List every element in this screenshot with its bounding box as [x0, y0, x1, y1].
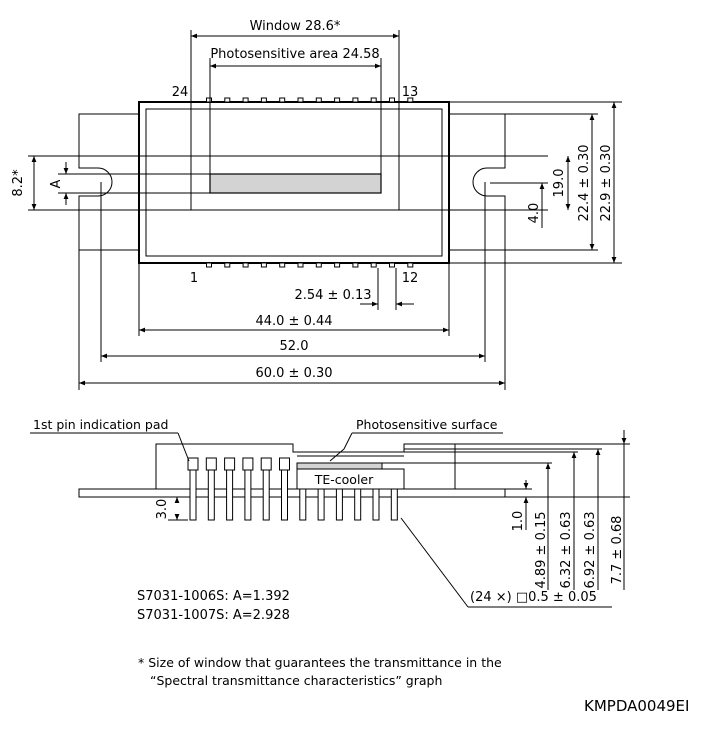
- dim-44: 44.0 ± 0.44: [255, 314, 332, 329]
- te-cooler: [296, 468, 405, 490]
- bottom-pin: [407, 262, 414, 268]
- side-pins: [187, 457, 398, 521]
- side-pin: [372, 488, 380, 521]
- te-cooler-label: TE-cooler: [314, 472, 374, 487]
- notes: S7031-1006S: A=1.392 S7031-1007S: A=2.92…: [137, 589, 689, 715]
- footnote-line-1: * Size of window that guarantees the tra…: [138, 655, 502, 670]
- model-1-note: S7031-1006S: A=1.392: [137, 589, 290, 604]
- photosensitive-surface-label: Photosensitive surface: [356, 417, 498, 432]
- pins-top: [206, 97, 414, 103]
- bottom-pin: [242, 262, 249, 268]
- pin-24-label: 24: [172, 85, 189, 100]
- side-pin: [354, 488, 362, 521]
- chip: [296, 462, 383, 470]
- bottom-pin: [206, 262, 212, 268]
- dim-7-7: 7.7 ± 0.68: [610, 516, 625, 585]
- side-pin: [317, 488, 325, 521]
- pin-spec: (24 ×) □0.5 ± 0.05: [470, 590, 597, 605]
- bottom-pin: [224, 262, 231, 268]
- side-pin-pad: [242, 457, 254, 471]
- side-pin-pad: [279, 457, 290, 471]
- dim-60: 60.0 ± 0.30: [255, 366, 332, 381]
- base-plate: [78, 488, 506, 498]
- dim-22-9: 22.9 ± 0.30: [599, 144, 614, 221]
- dim-8-2: 8.2*: [11, 169, 26, 197]
- top-pin: [206, 97, 212, 103]
- bottom-pin: [334, 262, 341, 268]
- top-pin: [279, 97, 286, 103]
- dim-52: 52.0: [280, 339, 309, 354]
- top-view: Window 28.6* Photosensitive area 24.58 2…: [11, 19, 622, 390]
- top-pin: [334, 97, 341, 103]
- dim-1: 1.0: [511, 511, 526, 532]
- top-pin: [370, 97, 377, 103]
- top-pin: [224, 97, 231, 103]
- bottom-pin: [279, 262, 286, 268]
- top-pin: [389, 97, 395, 103]
- pin-13-label: 13: [402, 85, 419, 100]
- photosensitive-area-label: Photosensitive area 24.58: [210, 47, 379, 62]
- dim-19: 19.0: [552, 169, 567, 198]
- package-inner-frame: [145, 108, 443, 257]
- window: [190, 155, 400, 211]
- package-body: [138, 101, 450, 264]
- top-pin: [315, 97, 322, 103]
- model-2-note: S7031-1007S: A=2.928: [137, 608, 290, 623]
- dim-2-54: 2.54 ± 0.13: [294, 288, 371, 303]
- bottom-pin: [260, 262, 267, 268]
- side-pin-pad: [205, 457, 217, 471]
- bottom-pin: [352, 262, 359, 268]
- pin-12-label: 12: [402, 271, 419, 286]
- side-pin: [299, 488, 307, 521]
- top-pin: [352, 97, 359, 103]
- right-flange: [449, 113, 506, 251]
- bottom-pin: [315, 262, 322, 268]
- top-pin: [407, 97, 414, 103]
- pins-bottom: [206, 262, 414, 268]
- left-flange: [78, 113, 139, 251]
- top-pin: [297, 97, 304, 103]
- dim-4-89: 4.89 ± 0.15: [534, 511, 549, 588]
- bottom-pin: [297, 262, 304, 268]
- pin1-pad-label: 1st pin indication pad: [33, 417, 168, 432]
- dim-6-32: 6.32 ± 0.63: [559, 511, 574, 588]
- side-pin-pad: [224, 457, 236, 471]
- dim-22-4: 22.4 ± 0.30: [577, 144, 592, 221]
- footnote-line-2: “Spectral transmittance characteristics”…: [150, 673, 442, 688]
- drawing-code: KMPDA0049EI: [584, 697, 689, 715]
- dim-a: A: [49, 179, 64, 188]
- bottom-pin: [389, 262, 395, 268]
- pin-1-label: 1: [190, 271, 198, 286]
- window-label: Window 28.6*: [250, 19, 341, 34]
- top-pin: [260, 97, 267, 103]
- side-pin: [390, 488, 398, 521]
- side-pin-pad: [260, 457, 272, 471]
- photosensitive-area: [209, 173, 382, 194]
- bottom-pin: [370, 262, 377, 268]
- top-pin: [242, 97, 249, 103]
- side-view: TE-cooler 1st pin indication pad Photose…: [30, 417, 630, 608]
- dim-6-92: 6.92 ± 0.63: [583, 511, 598, 588]
- side-pin-pad: [187, 457, 199, 471]
- dim-4: 4.0: [527, 203, 542, 224]
- dim-3: 3.0: [155, 499, 170, 520]
- side-pin: [335, 488, 343, 521]
